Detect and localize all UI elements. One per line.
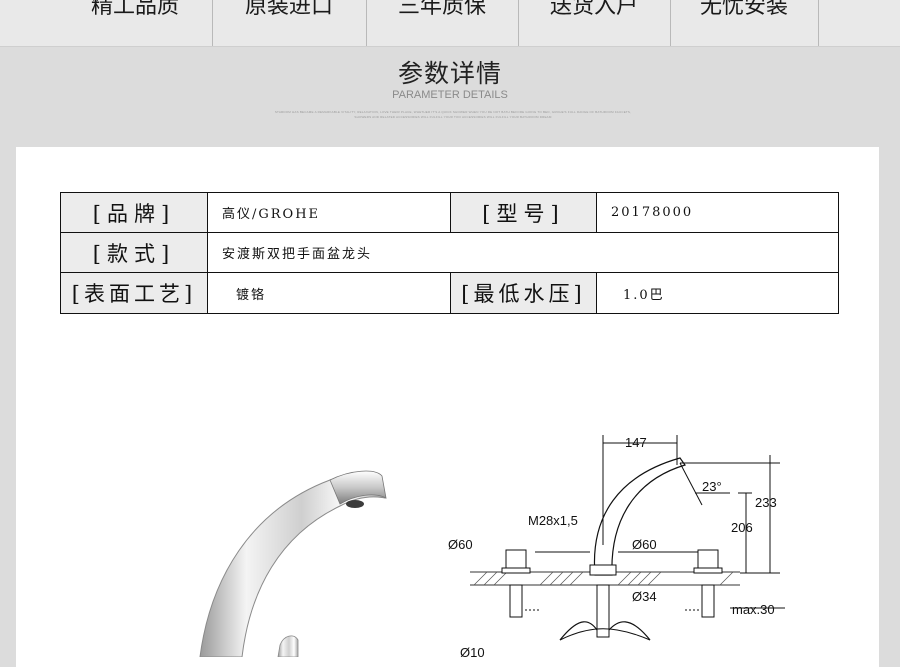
dim-147: 147 — [625, 435, 647, 450]
dia-34: Ø34 — [632, 589, 657, 604]
table-row: [表面工艺] 镀铬 [最低水压] 1.0巴 — [60, 272, 839, 314]
finish-label: [表面工艺] — [61, 273, 207, 313]
feature-item-installation: 无忧安装 — [670, 0, 819, 46]
feature-item-quality: 精工品质 — [58, 0, 213, 46]
feature-label: 送货入户 — [549, 0, 638, 19]
dim-233: 233 — [755, 495, 777, 510]
feature-item-warranty: 三年质保 — [366, 0, 519, 46]
model-label: [型号] — [450, 193, 596, 232]
max-30: max.30 — [732, 602, 775, 617]
pressure-value: 1.0巴 — [596, 273, 838, 313]
feature-label: 精工品质 — [90, 0, 179, 19]
technical-diagram: 147 23° 233 206 M28x1,5 Ø60 Ø60 Ø34 max.… — [448, 435, 785, 657]
section-fine-print: STARDOM HAS BECAME A REMARKABLE VITALITY… — [274, 110, 632, 119]
params-table: [品牌] 高仪/GROHE [型号] 20178000 [款式] 安渡斯双把手面… — [60, 192, 839, 314]
dia-10: Ø10 — [460, 645, 485, 657]
model-value: 20178000 — [596, 193, 838, 232]
feature-label: 三年质保 — [397, 0, 486, 19]
pressure-label: [最低水压] — [450, 273, 596, 313]
angle-23: 23° — [702, 479, 722, 494]
feature-label: 无忧安装 — [699, 0, 788, 19]
feature-bar: 精工品质 原装进口 三年质保 送货入户 无忧安装 — [0, 0, 900, 47]
brand-value: 高仪/GROHE — [207, 193, 450, 232]
table-row: [品牌] 高仪/GROHE [型号] 20178000 — [60, 192, 839, 233]
dia-60-right: Ø60 — [632, 537, 657, 552]
feature-item-delivery: 送货入户 — [518, 0, 671, 46]
style-label: [款式] — [61, 233, 207, 272]
thread-spec: M28x1,5 — [528, 513, 578, 528]
dim-206: 206 — [731, 520, 753, 535]
section-subtitle: PARAMETER DETAILS — [392, 89, 508, 101]
dia-60-left: Ø60 — [448, 537, 473, 552]
feature-label: 原装进口 — [244, 0, 333, 19]
faucet-photo — [199, 470, 387, 657]
style-value: 安渡斯双把手面盆龙头 — [207, 233, 838, 272]
feature-item-imported: 原装进口 — [212, 0, 367, 46]
brand-label: [品牌] — [61, 193, 207, 232]
section-title: 参数详情 — [397, 59, 502, 88]
finish-value: 镀铬 — [207, 273, 450, 313]
table-row: [款式] 安渡斯双把手面盆龙头 — [60, 232, 839, 273]
